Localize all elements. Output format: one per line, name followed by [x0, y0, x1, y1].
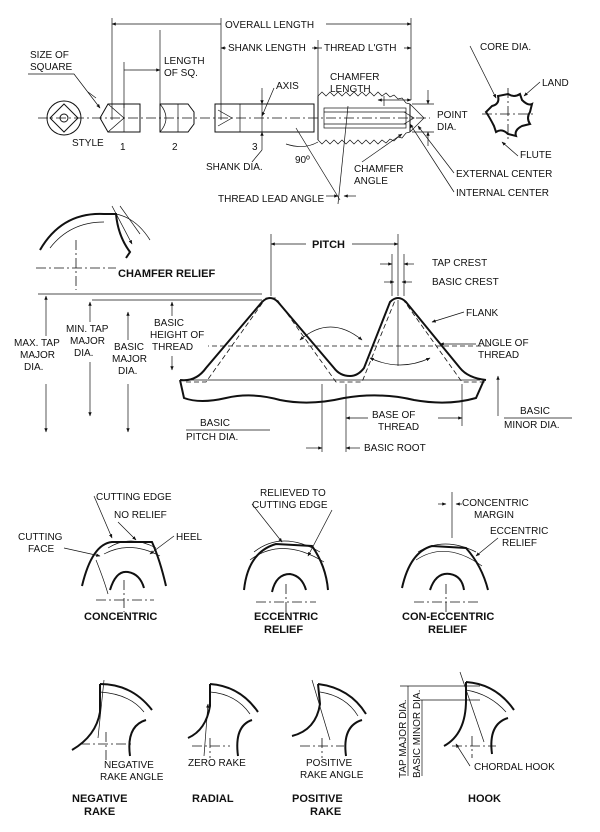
thread-form-detail: PITCH TAP CREST BASIC CREST FLANK ANGLE … — [12, 234, 572, 454]
negative-rake-label-2: RAKE — [84, 806, 115, 818]
hook-detail: CHORDAL HOOK TAP MAJOR DIA. BASIC MINOR … — [398, 671, 555, 805]
positive-rake-angle-label-2: RAKE ANGLE — [300, 770, 364, 781]
positive-rake-label-1: POSITIVE — [292, 793, 343, 805]
internal-center-label: INTERNAL CENTER — [456, 188, 549, 199]
tap-cross-section-end-view — [482, 88, 534, 140]
chamfer-length-label-1: CHAMFER — [330, 72, 379, 83]
concentric-margin-label-2: MARGIN — [474, 510, 514, 521]
style-2-number: 2 — [172, 142, 178, 153]
basic-major-dia-label-1: BASIC — [114, 342, 144, 353]
angle-of-thread-label-2: THREAD — [478, 350, 519, 361]
style-1-number: 1 — [120, 142, 126, 153]
threaded-body — [317, 91, 425, 145]
eccentric-relief-label-2: RELIEF — [264, 624, 303, 636]
chamfer-relief-label: CHAMFER RELIEF — [118, 268, 215, 280]
size-of-square-label-2: SQUARE — [30, 62, 73, 73]
max-tap-major-dia-label-1: MAX. TAP — [14, 338, 60, 349]
basic-minor-dia-label-2: MINOR DIA. — [504, 420, 560, 431]
flank-label: FLANK — [466, 308, 499, 319]
basic-root-label: BASIC ROOT — [364, 443, 426, 454]
min-tap-major-dia-label-2: MAJOR — [70, 336, 105, 347]
cutting-face-label-1: CUTTING — [18, 532, 63, 543]
overall-length-label: OVERALL LENGTH — [225, 20, 314, 31]
land-label: LAND — [542, 78, 569, 89]
basic-height-label-2: HEIGHT OF — [150, 330, 204, 341]
length-of-sq-label-2: OF SQ. — [164, 68, 198, 79]
zero-rake-label: ZERO RAKE — [188, 758, 246, 769]
max-tap-major-dia-label-3: DIA. — [24, 362, 43, 373]
core-dia-label: CORE DIA. — [480, 42, 531, 53]
eccentric-relief-callout-1: ECCENTRIC — [490, 526, 548, 537]
chordal-hook-label: CHORDAL HOOK — [474, 762, 555, 773]
chamfer-angle-label-1: CHAMFER — [354, 164, 403, 175]
basic-height-label-3: THREAD — [152, 342, 193, 353]
negative-rake-detail: NEGATIVE RAKE ANGLE NEGATIVE RAKE — [71, 679, 164, 818]
chamfer-relief-detail: CHAMFER RELIEF — [36, 205, 215, 290]
max-tap-major-dia-label-2: MAJOR — [20, 350, 55, 361]
heel-label: HEEL — [176, 532, 203, 543]
flute-label: FLUTE — [520, 150, 552, 161]
chamfer-length-label-2: LENGTH — [330, 84, 371, 95]
negative-rake-angle-label-2: RAKE ANGLE — [100, 772, 164, 783]
basic-major-dia-label-2: MAJOR — [112, 354, 147, 365]
con-eccentric-detail: CONCENTRIC MARGIN ECCENTRIC RELIEF CON-E… — [401, 492, 548, 636]
concentric-margin-label-1: CONCENTRIC — [462, 498, 529, 509]
concentric-label: CONCENTRIC — [84, 611, 157, 623]
positive-rake-detail: POSITIVE RAKE ANGLE POSITIVE RAKE — [291, 679, 367, 818]
negative-rake-label-1: NEGATIVE — [72, 793, 127, 805]
style-label: STYLE — [72, 138, 104, 149]
angle-90-label: 90º — [295, 155, 310, 166]
point-dia-label-2: DIA. — [437, 122, 456, 133]
shank-dia-label: SHANK DIA. — [206, 162, 263, 173]
point-dia-label-1: POINT — [437, 110, 468, 121]
cutting-edge-label: CUTTING EDGE — [96, 492, 172, 503]
positive-rake-angle-label-1: POSITIVE — [306, 758, 352, 769]
chamfer-angle-label-2: ANGLE — [354, 176, 388, 187]
con-eccentric-relief-label-2: RELIEF — [428, 624, 467, 636]
radial-rake-detail: ZERO RAKE RADIAL — [187, 683, 259, 805]
basic-pitch-dia-label-2: PITCH DIA. — [186, 432, 238, 443]
basic-major-dia-label-3: DIA. — [118, 366, 137, 377]
radial-label: RADIAL — [192, 793, 234, 805]
tap-major-dia-vertical-label: TAP MAJOR DIA. — [398, 699, 409, 778]
no-relief-label: NO RELIEF — [114, 510, 167, 521]
shank-length-label: SHANK LENGTH — [228, 43, 306, 54]
basic-minor-dia-label-1: BASIC — [520, 406, 550, 417]
basic-height-label-1: BASIC — [154, 318, 184, 329]
base-of-thread-label-2: THREAD — [378, 422, 419, 433]
thread-lead-angle-label: THREAD LEAD ANGLE — [218, 194, 324, 205]
pitch-label: PITCH — [312, 239, 345, 251]
min-tap-major-dia-label-1: MIN. TAP — [66, 324, 109, 335]
eccentric-relief-label-1: ECCENTRIC — [254, 611, 318, 623]
con-eccentric-relief-label-1: CON-ECCENTRIC — [402, 611, 494, 623]
tap-nomenclature-section: OVERALL LENGTH SHANK LENGTH THREAD L'GTH… — [28, 18, 569, 205]
axis-label: AXIS — [276, 81, 299, 92]
relieved-to-cutting-edge-label-1: RELIEVED TO — [260, 488, 326, 499]
base-of-thread-label-1: BASE OF — [372, 410, 415, 421]
angle-of-thread-label-1: ANGLE OF — [478, 338, 529, 349]
size-of-square-label-1: SIZE OF — [30, 50, 69, 61]
eccentric-relief-callout-2: RELIEF — [502, 538, 537, 549]
tap-crest-label: TAP CREST — [432, 258, 487, 269]
external-center-label: EXTERNAL CENTER — [456, 169, 552, 180]
style-3-number: 3 — [252, 142, 258, 153]
positive-rake-label-2: RAKE — [310, 806, 341, 818]
length-of-sq-label-1: LENGTH — [164, 56, 205, 67]
concentric-detail: CUTTING EDGE NO RELIEF CUTTING FACE HEEL… — [18, 492, 203, 623]
hook-label: HOOK — [468, 793, 501, 805]
basic-minor-dia-vertical-label: BASIC MINOR DIA. — [412, 690, 423, 778]
thread-length-label: THREAD L'GTH — [324, 43, 396, 54]
square-end-view — [38, 100, 90, 136]
negative-rake-angle-label-1: NEGATIVE — [104, 760, 154, 771]
cutting-face-label-2: FACE — [28, 544, 54, 555]
basic-pitch-dia-label-1: BASIC — [200, 418, 230, 429]
min-tap-major-dia-label-3: DIA. — [74, 348, 93, 359]
eccentric-detail: RELIEVED TO CUTTING EDGE ECCENTRIC RELIE… — [243, 488, 333, 636]
relieved-to-cutting-edge-label-2: CUTTING EDGE — [252, 500, 328, 511]
basic-crest-label: BASIC CREST — [432, 277, 499, 288]
